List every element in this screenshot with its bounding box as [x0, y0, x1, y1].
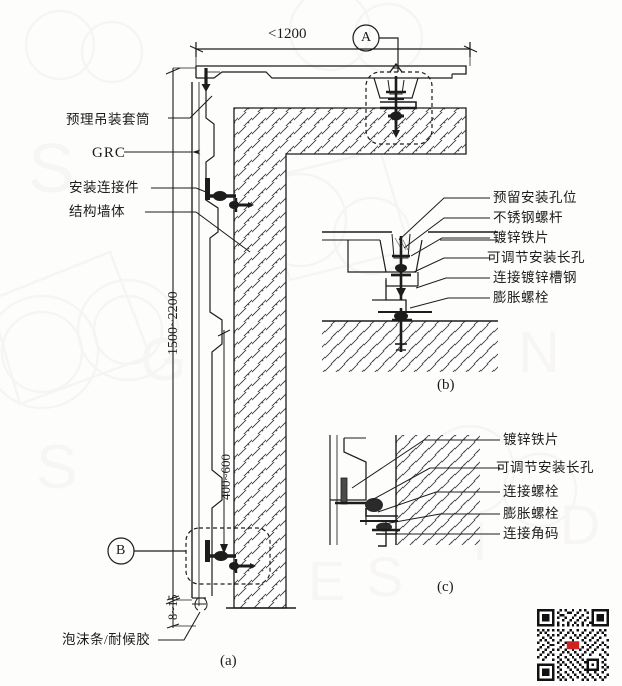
label-c-adjustable-slot: 可调节安装长孔: [496, 460, 594, 475]
label-c-expansion-bolt: 膨胀螺栓: [503, 506, 559, 521]
dimension-400-600: [217, 329, 231, 554]
label-c-galvanized-plate: 镀锌铁片: [503, 432, 559, 447]
figure-b-detail: [322, 197, 498, 372]
caption-figure-b: (b): [437, 377, 455, 393]
detail-b-boundary: [185, 527, 271, 585]
label-b-galvanized-channel: 连接镀锌槽钢: [493, 270, 577, 285]
callout-a-leader: [352, 24, 399, 72]
svg-text:S: S: [36, 433, 77, 502]
svg-text:S: S: [366, 545, 403, 608]
dimension-text-8-15: 8~15: [166, 594, 180, 620]
dimension-text-1500-2200: 1500~2200: [166, 291, 181, 355]
dimension-text-top-1200: <1200: [268, 26, 307, 42]
figure-c-leaders: [351, 439, 500, 535]
label-b-stainless-rod: 不锈钢螺杆: [493, 210, 563, 225]
dimension-text-400-600: 400~600: [218, 453, 233, 500]
figure-c-detail: [329, 435, 500, 547]
callout-b-leader: [107, 537, 186, 565]
label-b-expansion-bolt: 膨胀螺栓: [493, 290, 549, 305]
label-grc: GRC: [92, 145, 126, 161]
svg-text:S: S: [28, 129, 75, 207]
qr-code[interactable]: [537, 609, 609, 681]
install-connector-upper: [205, 178, 254, 212]
qr-center-logo: [566, 641, 580, 650]
dimension-top-1200: [189, 42, 478, 66]
detail-a-hardware: [373, 62, 419, 138]
figure-b-leaders: [398, 197, 490, 309]
svg-text:D: D: [560, 493, 600, 556]
label-embedded-sleeve: 预理吊装套筒: [66, 112, 150, 127]
label-b-reserved-hole: 预留安装孔位: [493, 190, 577, 205]
label-structural-wall: 结构墙体: [69, 204, 125, 219]
label-b-galvanized-plate: 镀锌铁片: [493, 230, 549, 245]
label-b-adjustable-slot: 可调节安装长孔: [487, 250, 585, 265]
svg-text:G: G: [140, 326, 187, 393]
detail-b-hardware: [205, 530, 256, 573]
svg-text:N: N: [518, 320, 560, 385]
caption-figure-a: (a): [220, 653, 237, 669]
label-c-connection-angle: 连接角码: [503, 526, 559, 541]
svg-text:E: E: [308, 549, 345, 612]
background-watermark: S S G E S I N D: [0, 0, 600, 612]
label-install-connector: 安装连接件: [69, 180, 139, 195]
structural-wall-concrete: [226, 107, 467, 609]
label-foam-sealant: 泡沫条/耐候胶: [62, 632, 151, 647]
label-c-connection-bolt: 连接螺栓: [503, 484, 559, 499]
grc-vertical-panel: [191, 82, 223, 611]
figure-a-main-section: [107, 24, 478, 641]
caption-figure-c: (c): [437, 579, 454, 595]
main-label-leaders: [124, 95, 251, 641]
callout-label-b: B: [116, 543, 126, 558]
callout-label-a: A: [361, 30, 372, 45]
